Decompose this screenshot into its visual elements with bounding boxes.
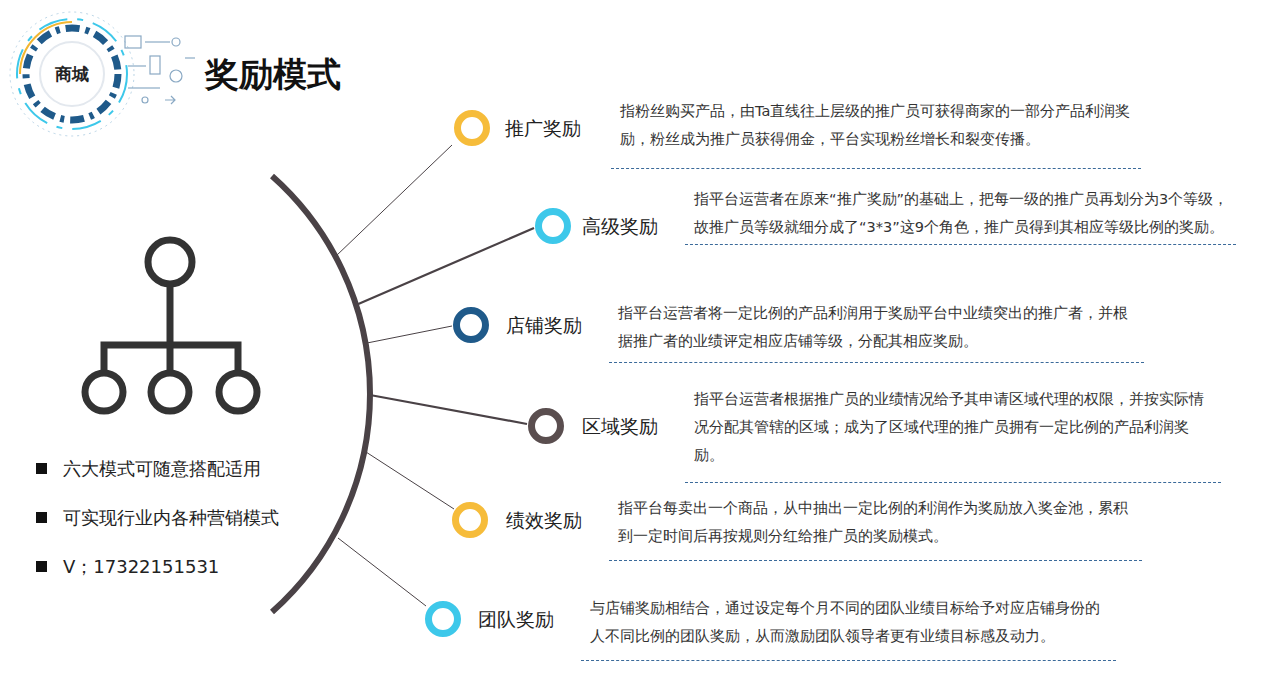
reward-heading: 团队奖励 xyxy=(478,597,554,641)
reward-node: 区域奖励指平台运营者根据推广员的业绩情况给予其申请区域代理的权限，并按实际情况分… xyxy=(524,404,568,448)
reward-node: 团队奖励与店铺奖励相结合，通过设定每个月不同的团队业绩目标给予对应店铺身份的人不… xyxy=(421,597,465,641)
reward-description: 指粉丝购买产品，由Ta直线往上层级的推广员可获得商家的一部分产品利润奖励，粉丝成… xyxy=(611,97,1141,169)
logo-ring xyxy=(26,28,118,120)
spokes xyxy=(336,145,534,606)
bullet-note: 可实现行业内各种营销模式 xyxy=(63,506,279,530)
reward-description: 指平台运营者在原来“推广奖励”的基础上，把每一级的推广员再划分为3个等级，故推广… xyxy=(685,185,1236,245)
hierarchy-icon xyxy=(85,240,257,411)
reward-node: 店铺奖励指平台运营者将一定比例的产品利润用于奖励平台中业绩突出的推广者，并根据推… xyxy=(449,303,493,347)
reward-node: 推广奖励指粉丝购买产品，由Ta直线往上层级的推广员可获得商家的一部分产品利润奖励… xyxy=(450,106,494,150)
ring xyxy=(532,412,561,441)
reward-node: 绩效奖励指平台每卖出一个商品，从中抽出一定比例的利润作为奖励放入奖金池，累积到一… xyxy=(448,498,492,542)
bullet-note: V；17322151531 xyxy=(63,555,219,579)
reward-heading: 推广奖励 xyxy=(505,106,581,150)
reward-description: 指平台每卖出一个商品，从中抽出一定比例的利润作为奖励放入奖金池，累积到一定时间后… xyxy=(609,494,1142,561)
main-arc xyxy=(272,176,370,612)
page-title: 奖励模式 xyxy=(205,52,341,98)
ring xyxy=(456,506,485,535)
reward-node: 高级奖励指平台运营者在原来“推广奖励”的基础上，把每一级的推广员再划分为3个等级… xyxy=(531,204,575,248)
reward-heading: 绩效奖励 xyxy=(506,498,582,542)
logo-text: 商城 xyxy=(40,42,104,106)
logo-ring xyxy=(10,12,134,136)
logo-ring xyxy=(17,19,127,129)
logo-circle: 商城 xyxy=(40,42,104,106)
tech-icons xyxy=(125,36,195,104)
ring-icon xyxy=(449,303,493,347)
ring xyxy=(429,605,458,634)
reward-heading: 区域奖励 xyxy=(582,404,658,448)
reward-heading: 高级奖励 xyxy=(582,204,658,248)
ring-icon xyxy=(524,404,568,448)
reward-description: 指平台运营者根据推广员的业绩情况给予其申请区域代理的权限，并按实际情况分配其管辖… xyxy=(685,385,1221,483)
logo-disc xyxy=(40,42,104,106)
reward-heading: 店铺奖励 xyxy=(506,303,582,347)
ring-icon xyxy=(450,106,494,150)
bullet-squares xyxy=(36,463,47,572)
reward-description: 指平台运营者将一定比例的产品利润用于奖励平台中业绩突出的推广者，并根据推广者的业… xyxy=(609,299,1144,363)
ring-icon xyxy=(448,498,492,542)
ring xyxy=(458,114,487,143)
ring-icon xyxy=(421,597,465,641)
ring xyxy=(457,311,486,340)
logo-decoration xyxy=(10,12,195,136)
ring xyxy=(539,212,568,241)
reward-description: 与店铺奖励相结合，通过设定每个月不同的团队业绩目标给予对应店铺身份的人不同比例的… xyxy=(581,594,1116,661)
bullet-note: 六大模式可随意搭配适用 xyxy=(63,457,261,481)
ring-icon xyxy=(531,204,575,248)
